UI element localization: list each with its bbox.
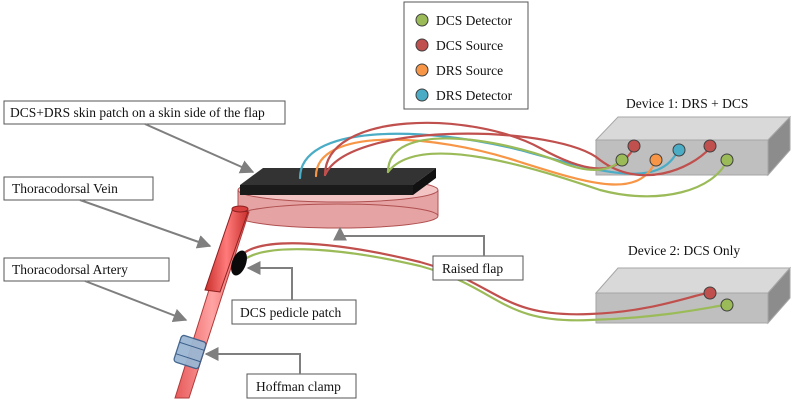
pedicle-patch-callout: DCS pedicle patch [231, 261, 357, 325]
legend-label-2: DRS Source [436, 63, 503, 78]
device-2-connectors [703, 286, 734, 312]
vessel-pedicle [173, 205, 250, 399]
fiber-dcs-source-2 [323, 132, 712, 177]
legend-label-3: DRS Detector [436, 88, 513, 103]
vein-label: Thoracodorsal Vein [12, 181, 118, 196]
fiber-dcs-source [323, 121, 636, 177]
legend-label-0: DCS Detector [436, 13, 513, 28]
hoffman-clamp-label: Hoffman clamp [256, 379, 341, 394]
fiber-pedicle-dcs-source [236, 242, 710, 316]
device-2-label: Device 2: DCS Only [628, 243, 740, 258]
raised-flap-label: Raised flap [442, 261, 503, 276]
legend-swatch-1 [415, 38, 429, 52]
device-2: Device 2: DCS Only [594, 243, 792, 325]
pedicle-patch-label: DCS pedicle patch [240, 305, 341, 320]
fiber-dcs-detector [386, 137, 624, 174]
device-1-connectors [615, 139, 734, 167]
device-1-label: Device 1: DRS + DCS [626, 96, 748, 111]
fiber-bundle-device-1 [298, 121, 729, 198]
legend-swatch-2 [415, 63, 429, 77]
hoffman-clamp [173, 334, 207, 370]
fiber-dcs-detector-2 [386, 152, 729, 198]
skin-patch-callout: DCS+DRS skin patch on a skin side of the… [3, 100, 286, 174]
vein-callout: Thoracodorsal Vein [3, 176, 212, 249]
legend-label-1: DCS Source [436, 38, 503, 53]
legend-swatch-0 [415, 13, 429, 27]
skin-patch-label: DCS+DRS skin patch on a skin side of the… [10, 105, 265, 120]
legend-swatch-3 [415, 88, 429, 102]
fiber-bundle-device-2 [236, 242, 727, 322]
artery-label: Thoracodorsal Artery [12, 262, 128, 277]
dcs-pedicle-patch [231, 250, 247, 276]
hoffman-clamp-callout: Hoffman clamp [204, 347, 357, 399]
fiber-pedicle-dcs-detector [238, 248, 727, 322]
artery-callout: Thoracodorsal Artery [3, 257, 188, 322]
raised-flap-callout: Raised flap [333, 226, 524, 281]
fiber-drs-source [314, 138, 658, 186]
thoracodorsal-vein [204, 207, 249, 293]
skin-patch [240, 168, 436, 195]
